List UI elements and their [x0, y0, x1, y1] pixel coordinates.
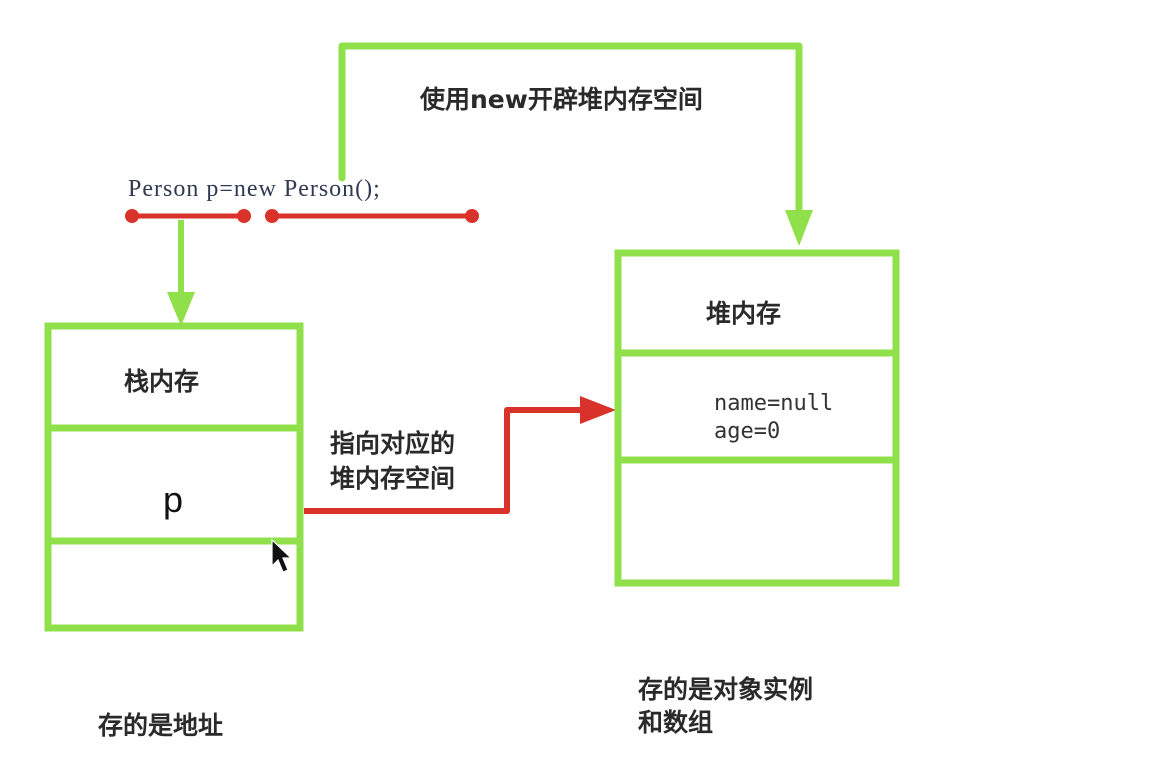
new-annotation-label: 使用new开辟堆内存空间 — [419, 85, 703, 114]
heap-caption-line2: 和数组 — [638, 708, 713, 737]
heap-memory-box — [614, 249, 900, 587]
variable-underline — [125, 209, 251, 223]
pointer-label-line1: 指向对应的 — [330, 429, 455, 458]
mouse-cursor-icon — [271, 538, 293, 573]
pointer-arrow — [304, 396, 616, 514]
heap-caption-line1: 存的是对象实例 — [638, 675, 813, 704]
new-allocation-arrow — [338, 42, 813, 246]
pointer-label-line2: 堆内存空间 — [330, 464, 455, 493]
instantiation-underline — [265, 209, 479, 223]
heap-field-age: age=0 — [714, 419, 780, 444]
variable-to-stack-arrow — [167, 220, 195, 326]
stack-variable-p: p — [163, 479, 183, 520]
stack-caption: 存的是地址 — [98, 711, 223, 740]
heap-field-name: name=null — [714, 391, 833, 416]
code-statement: Person p=new Person(); — [128, 176, 381, 202]
stack-title: 栈内存 — [124, 367, 199, 396]
heap-title: 堆内存 — [706, 299, 781, 328]
stack-memory-box — [44, 322, 304, 632]
